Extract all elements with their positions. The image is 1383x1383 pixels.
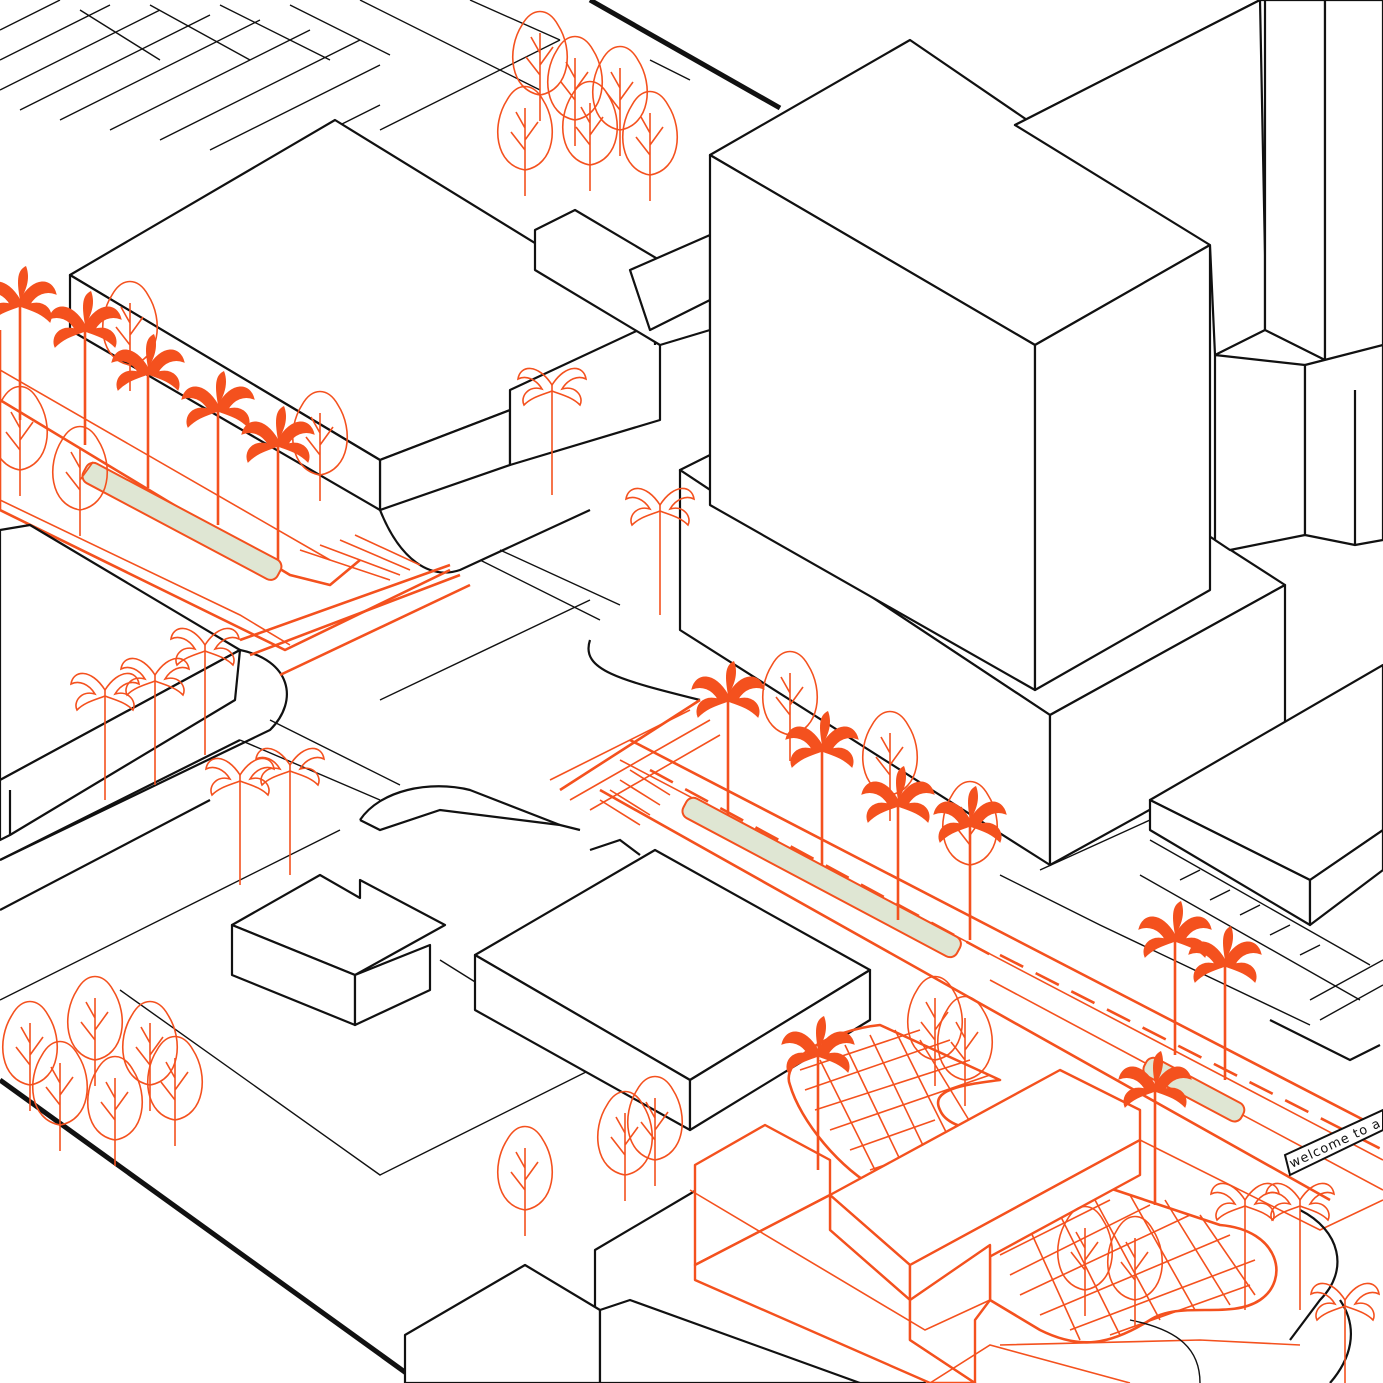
tree [561, 80, 619, 192]
median-planter-right [681, 796, 962, 959]
building-center-small [230, 873, 447, 1027]
proposed-development [689, 1023, 1383, 1383]
tree [1, 1000, 59, 1112]
building-left-edge [0, 523, 242, 842]
tree [496, 85, 554, 197]
tree [496, 1125, 554, 1237]
parking-stripes-right [1139, 839, 1383, 1062]
palm-tree [784, 709, 860, 867]
palm-tree [110, 332, 186, 490]
median-planter-left [81, 461, 283, 581]
palm-tree [690, 659, 766, 817]
palm-tree [47, 289, 123, 447]
parking-stripes-top-left [0, 0, 561, 166]
main-tower [708, 38, 1212, 692]
palm-tree-outline [205, 757, 275, 886]
building-top-left [68, 118, 662, 512]
tree [591, 45, 649, 157]
tree [146, 1035, 204, 1147]
road-edge-bottom [0, 1077, 422, 1383]
building-center-large [473, 848, 872, 1132]
tree [66, 975, 124, 1087]
road-edge-top [588, 0, 782, 111]
tree [596, 1090, 654, 1202]
tree [1056, 1205, 1114, 1317]
palm-tree [180, 369, 256, 527]
palm-tree [240, 404, 316, 562]
street-upgrade-left [0, 330, 471, 677]
palm-tree-outline [1265, 1182, 1335, 1311]
tower-right-background [1013, 0, 1383, 552]
tree [511, 10, 569, 122]
tree [621, 90, 679, 202]
building-right-mid [1148, 663, 1383, 927]
palm-tree [932, 784, 1008, 942]
